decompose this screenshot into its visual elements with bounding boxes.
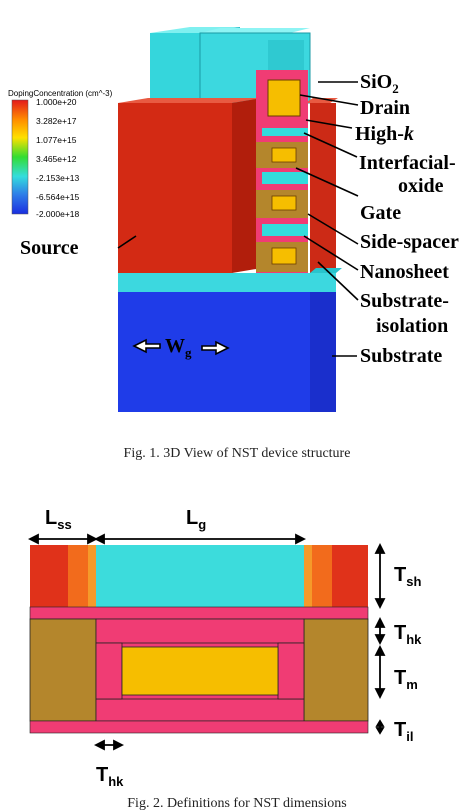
substrate-isolation-band: [118, 273, 336, 292]
dimension-arrows: [27, 533, 386, 751]
label-til: Til: [394, 719, 414, 744]
figure-2-caption: Fig. 2. Definitions for NST dimensions: [127, 796, 347, 811]
label-side-spacer: Side-spacer: [360, 231, 459, 253]
source-front-face: [118, 103, 232, 273]
legend-colorbar: [11, 99, 29, 215]
sio2-top-face: [150, 27, 240, 33]
source-side-face: [232, 98, 262, 273]
drain-top-face: [305, 98, 338, 103]
label-source: Source: [20, 237, 79, 259]
gate-stack-3-gold: [271, 247, 297, 265]
gate-stack-2-gold: [271, 195, 297, 211]
gate-stack-1-gold: [271, 147, 297, 163]
high-k-top-layer: [29, 606, 369, 620]
legend-tick: -6.564e+15: [36, 192, 80, 202]
label-thk-bottom: Thk: [96, 764, 124, 789]
label-interfacial-oxide-line1: Interfacial-: [359, 152, 456, 174]
label-tsh: Tsh: [394, 564, 422, 589]
label-substrate: Substrate: [360, 345, 443, 367]
sheet-channel-cyan: [96, 545, 304, 607]
interfacial-layer-1: [262, 128, 308, 136]
legend-tick: 3.282e+17: [36, 116, 77, 126]
legend-tick: -2.153e+13: [36, 173, 80, 183]
label-nanosheet: Nanosheet: [360, 261, 449, 283]
sio2-front-face: [150, 33, 200, 105]
substrate-front: [118, 292, 336, 412]
label-sio2: SiO2: [360, 71, 399, 96]
nanosheet-2: [262, 224, 308, 236]
legend-tick: 1.000e+20: [36, 97, 77, 107]
label-interfacial-oxide-line2: oxide: [398, 175, 444, 197]
label-high-k: High-k: [355, 123, 414, 145]
label-lg: Lg: [186, 507, 207, 532]
legend-title: DopingConcentration (cm^-3): [8, 89, 113, 98]
label-substrate-isolation-line2: isolation: [376, 315, 449, 337]
high-k-right-wall: [277, 642, 305, 700]
interfacial-oxide-bottom: [29, 720, 369, 734]
label-drain: Drain: [360, 97, 410, 119]
metal-gate: [121, 646, 279, 696]
legend-tick: 3.465e+12: [36, 154, 77, 164]
label-thk-right: Thk: [394, 622, 422, 647]
label-wg: Wg: [165, 335, 192, 360]
nanosheet-1: [262, 172, 308, 184]
label-tm: Tm: [394, 667, 418, 692]
source-top-face: [118, 98, 262, 103]
sio2-top-face-2: [200, 28, 310, 33]
sheet-source-gradient-1: [68, 545, 88, 607]
legend-tick: 1.077e+15: [36, 135, 77, 145]
sheet-source-gradient-2: [88, 545, 96, 607]
side-spacer-right: [303, 618, 369, 722]
figure-1-3d-device: [11, 27, 359, 412]
figure-2-dimensions: [27, 533, 386, 751]
figure-1-caption: Fig. 1. 3D View of NST device structure: [123, 446, 351, 461]
substrate-side: [310, 292, 336, 412]
drain-block: [310, 103, 336, 273]
sheet-drain-gradient-2: [312, 545, 332, 607]
sheet-drain-gradient-1: [304, 545, 312, 607]
side-spacer-left: [29, 618, 97, 722]
wg-arrows: [132, 338, 230, 356]
legend-tick: -2.000e+18: [36, 209, 80, 219]
leader-lines: [117, 81, 359, 357]
label-substrate-isolation-line1: Substrate-: [360, 290, 449, 312]
label-gate: Gate: [360, 202, 402, 224]
label-lss: Lss: [45, 507, 72, 532]
drain-gold-top: [267, 79, 301, 117]
high-k-left-wall: [95, 642, 123, 700]
